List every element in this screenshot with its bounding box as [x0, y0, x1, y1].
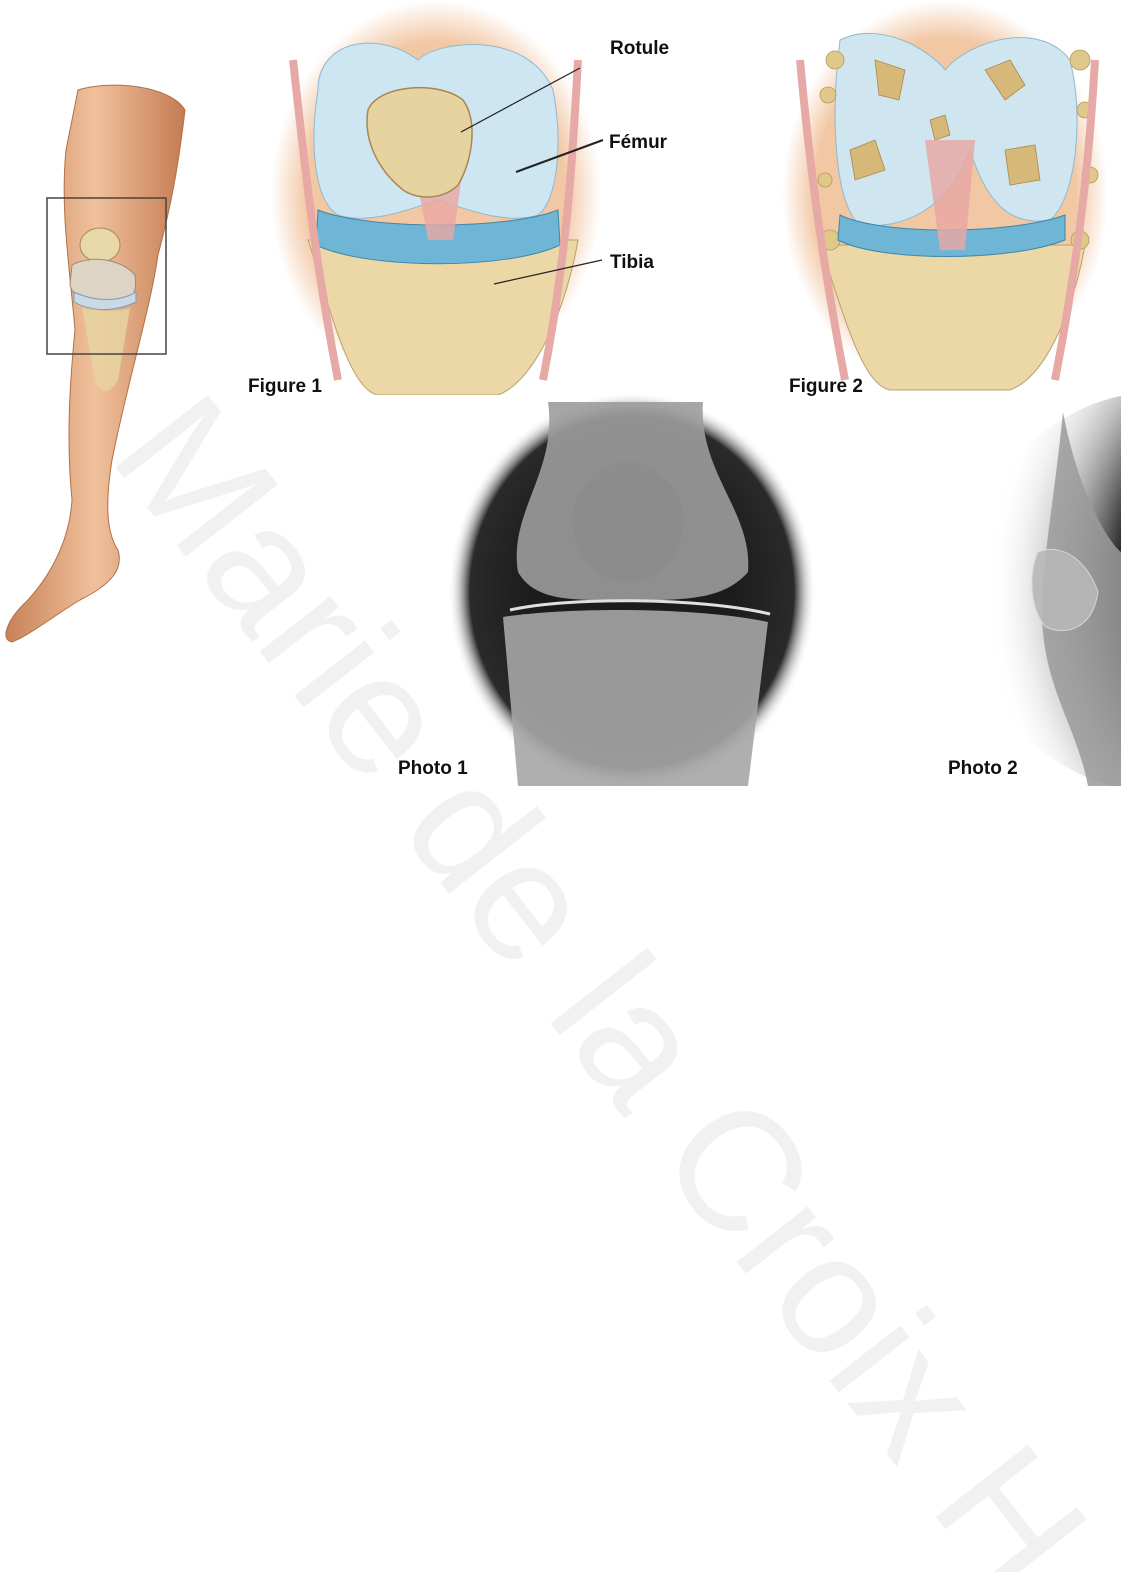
label-patella: Rotule	[610, 38, 669, 60]
figure-2-arthritic-knee-illustration	[780, 0, 1110, 392]
photo-1-knee-xray	[448, 392, 816, 786]
photo-2-knee-xray	[968, 392, 1121, 786]
caption-photo-1: Photo 1	[398, 758, 468, 780]
label-tibia: Tibia	[610, 252, 654, 274]
leg-illustration	[0, 80, 200, 660]
caption-figure-2: Figure 2	[789, 376, 863, 398]
caption-figure-1: Figure 1	[248, 376, 322, 398]
knee-bone-patella	[80, 228, 120, 262]
figure-1-healthy-knee-illustration	[268, 0, 604, 395]
label-femur: Fémur	[609, 132, 667, 154]
caption-photo-2: Photo 2	[948, 758, 1018, 780]
